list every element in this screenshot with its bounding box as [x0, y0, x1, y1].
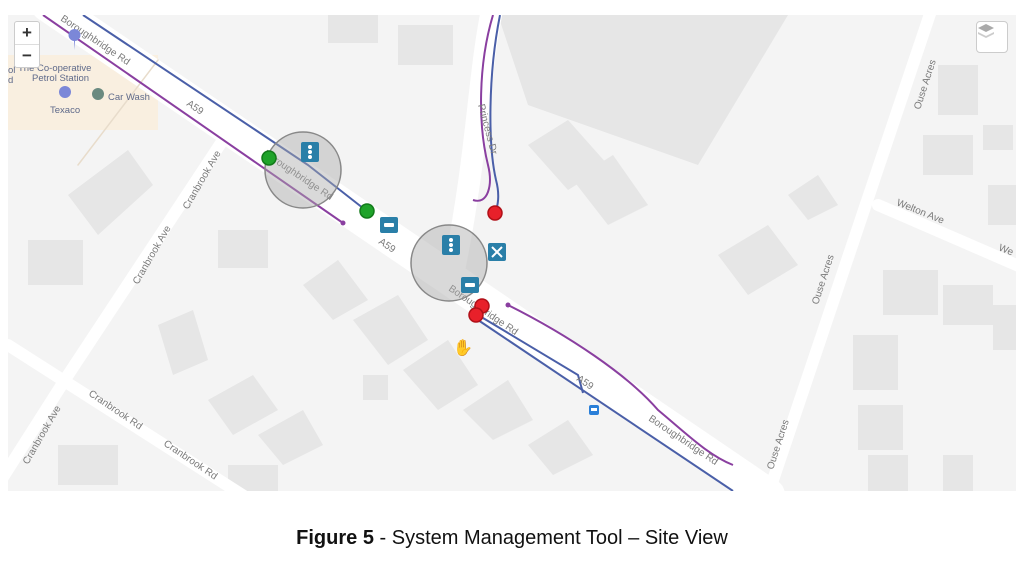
poi-label: Texaco — [50, 105, 80, 116]
road-label: Cranbrook Rd — [86, 388, 144, 432]
site-markers[interactable] — [301, 142, 599, 415]
route-blue-east-2 — [477, 319, 734, 491]
caption-text: - System Management Tool – Site View — [373, 527, 728, 549]
layers-icon — [978, 24, 994, 38]
status-markers[interactable] — [261, 150, 503, 323]
status-marker-green[interactable] — [261, 150, 277, 166]
status-marker-green[interactable] — [359, 203, 375, 219]
route-purple-east — [507, 304, 734, 466]
site-map[interactable]: Boroughbridge Rd A59 Boroughbridge Rd A5… — [8, 15, 1016, 491]
road-label: Cranbrook Ave — [181, 148, 224, 211]
pin-icon — [92, 88, 104, 100]
routes — [42, 15, 734, 491]
maintenance-tools-icon[interactable] — [488, 243, 506, 261]
route-purple-west — [42, 15, 344, 224]
site-radius[interactable] — [264, 131, 342, 209]
poi-texaco[interactable]: Texaco — [50, 86, 80, 116]
zoom-out-button[interactable]: − — [15, 44, 39, 67]
road-label: We — [997, 243, 1015, 259]
poi-coop[interactable]: The Co-operative Petrol Station ol d — [8, 29, 91, 86]
poi-label: The Co-operative — [18, 63, 91, 74]
buildings — [28, 15, 1016, 491]
road-label: Cranbrook Rd — [161, 438, 219, 482]
poi-label: ol — [8, 65, 15, 76]
zoom-control: + − — [14, 21, 40, 68]
route-blue-west — [82, 15, 369, 213]
fuel-pin-icon — [59, 86, 71, 98]
bus-stop-icon[interactable] — [589, 405, 599, 415]
road-label: Cranbrook Ave — [131, 223, 174, 286]
status-marker-red[interactable] — [487, 205, 503, 221]
fuel-pin-icon — [68, 29, 81, 50]
poi-carwash[interactable]: Car Wash — [92, 88, 150, 103]
poi-label: d — [8, 75, 13, 86]
traffic-signal-icon[interactable] — [442, 235, 460, 255]
route-blue-north — [489, 15, 501, 216]
figure-number: Figure 5 — [296, 527, 374, 549]
route-purple-north — [472, 15, 494, 202]
layers-button[interactable] — [976, 21, 1008, 53]
route-blue-east-1 — [477, 314, 584, 394]
car-icon[interactable] — [380, 217, 398, 233]
traffic-signal-icon[interactable] — [301, 142, 319, 162]
zoom-in-button[interactable]: + — [22, 23, 32, 42]
car-icon[interactable] — [461, 277, 479, 293]
figure-caption: Figure 5 - System Management Tool – Site… — [0, 527, 1024, 550]
status-marker-red[interactable] — [468, 307, 484, 323]
hand-cursor-icon: ✋ — [453, 338, 473, 357]
poi-label: Petrol Station — [32, 73, 89, 84]
map-canvas[interactable]: Boroughbridge Rd A59 Boroughbridge Rd A5… — [8, 15, 1016, 491]
poi-label: Car Wash — [108, 92, 150, 103]
